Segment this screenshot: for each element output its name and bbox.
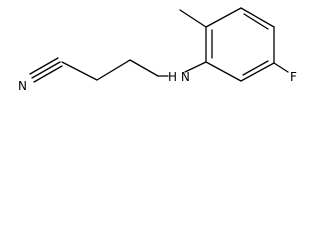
triple-bond-line-1	[31, 61, 61, 79]
ring-bond-5	[240, 62, 275, 82]
nitrile-triple-bond	[29, 57, 63, 83]
ring-double-bond-2	[243, 13, 269, 30]
amine-nh-label: H N	[168, 70, 190, 84]
methyl-bond	[179, 9, 207, 28]
ring-bond-6	[205, 61, 242, 82]
ring-bond-2	[205, 7, 242, 28]
molecule-structure-canvas: N H N F	[18, 7, 297, 93]
ring-double-bond-3	[242, 60, 269, 76]
bond-c3-c4	[129, 59, 159, 77]
nitrile-nitrogen-label: N	[18, 79, 27, 93]
ring-bond-3	[240, 7, 275, 28]
fluorine-bond	[273, 62, 289, 73]
bond-c2-c3	[96, 59, 131, 81]
fluorine-label: F	[290, 70, 297, 84]
benzene-ring	[205, 7, 275, 82]
bond-c1-c2	[61, 61, 98, 81]
bond-nh-ring	[184, 61, 207, 73]
triple-bond-line-2	[29, 57, 59, 75]
triple-bond-line-3	[33, 65, 63, 83]
